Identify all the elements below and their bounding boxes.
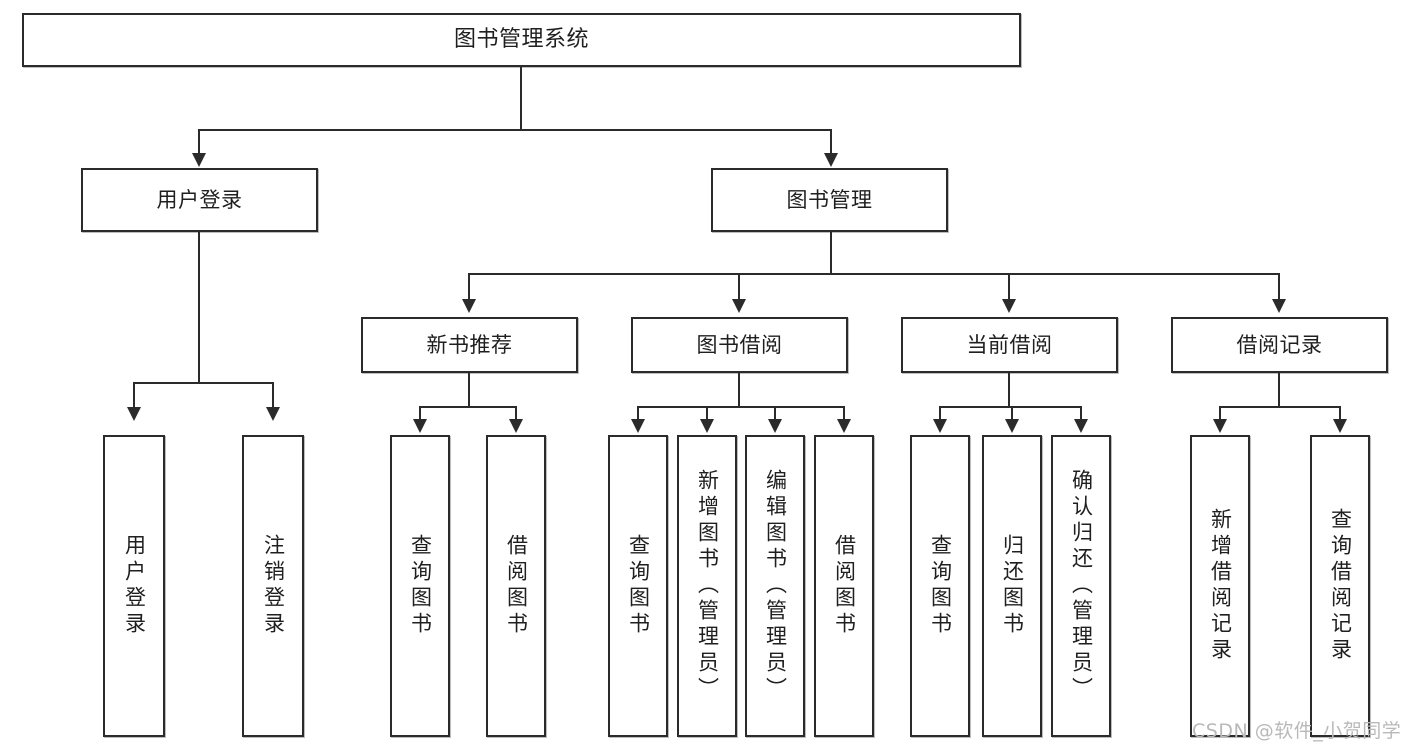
- arrowhead-leaf-query-record: [1333, 419, 1347, 433]
- node-book-borrow[interactable]: 图书借阅: [631, 317, 848, 373]
- node-label: 图书管理系统: [453, 27, 589, 53]
- node-new-book-recommend[interactable]: 新书推荐: [361, 317, 578, 373]
- connector-current-borrow-child-2: [1011, 406, 1013, 421]
- connector-new-book-recommend-bus: [419, 406, 517, 408]
- node-book-management[interactable]: 图书管理: [711, 168, 948, 232]
- node-label: 编辑图书（管理员）: [763, 469, 788, 703]
- connector-to-current-borrow: [1008, 273, 1010, 301]
- node-label: 图书借阅: [696, 332, 783, 357]
- connector-to-book-borrow: [738, 273, 740, 301]
- connector-root-bus: [198, 129, 832, 131]
- node-label: 确认归还（管理员）: [1069, 469, 1094, 703]
- arrowhead-to-book-borrow: [732, 299, 746, 313]
- node-label: 图书管理: [786, 187, 873, 212]
- arrowhead-leaf-borrow-book-2: [837, 419, 851, 433]
- connector-book-management-stem: [830, 232, 832, 274]
- connector-level3-bus: [468, 273, 1280, 275]
- connector-book-borrow-child-3: [774, 406, 776, 421]
- node-label: 查询图书: [928, 534, 953, 638]
- leaf-query-book-1[interactable]: 查询图书: [390, 435, 450, 737]
- node-label: 当前借阅: [966, 332, 1053, 357]
- leaf-borrow-book-1[interactable]: 借阅图书: [486, 435, 546, 737]
- arrowhead-leaf-borrow-book-1: [509, 419, 523, 433]
- arrowhead-leaf-return-book: [1005, 419, 1019, 433]
- connector-borrow-record-stem: [1278, 373, 1280, 407]
- arrowhead-leaf-user-logout: [266, 407, 280, 421]
- node-current-borrow[interactable]: 当前借阅: [901, 317, 1118, 373]
- leaf-edit-book[interactable]: 编辑图书（管理员）: [745, 435, 805, 737]
- arrowhead-to-user-login: [192, 153, 206, 167]
- connector-book-borrow-bus: [637, 406, 845, 408]
- connector-user-login-child-2: [272, 382, 274, 409]
- arrowhead-leaf-edit-book: [768, 419, 782, 433]
- connector-to-new-book-recommend: [468, 273, 470, 301]
- node-label: 注销登录: [261, 534, 286, 638]
- node-borrow-record[interactable]: 借阅记录: [1171, 317, 1388, 373]
- arrowhead-to-current-borrow: [1002, 299, 1016, 313]
- connector-current-borrow-bus: [939, 406, 1082, 408]
- node-label: 查询图书: [408, 534, 433, 638]
- leaf-return-book[interactable]: 归还图书: [982, 435, 1042, 737]
- arrowhead-leaf-query-book-3: [933, 419, 947, 433]
- arrowhead-leaf-add-book: [700, 419, 714, 433]
- connector-book-borrow-child-2: [706, 406, 708, 421]
- connector-user-login-bus: [133, 382, 273, 384]
- node-label: 新增图书（管理员）: [695, 469, 720, 703]
- connector-new-book-recommend-child-2: [515, 406, 517, 421]
- leaf-query-book-3[interactable]: 查询图书: [910, 435, 970, 737]
- node-user-login[interactable]: 用户登录: [81, 168, 318, 232]
- connector-user-login-stem: [198, 232, 200, 383]
- node-label: 归还图书: [1000, 534, 1025, 638]
- arrowhead-to-book-management: [824, 153, 838, 167]
- connector-user-login-child-1: [133, 382, 135, 409]
- connector-borrow-record-child-1: [1219, 406, 1221, 421]
- connector-new-book-recommend-stem: [468, 373, 470, 407]
- leaf-borrow-book-2[interactable]: 借阅图书: [814, 435, 874, 737]
- node-label: 用户登录: [122, 534, 147, 638]
- arrowhead-leaf-query-book-1: [413, 419, 427, 433]
- arrowhead-leaf-query-book-2: [631, 419, 645, 433]
- arrowhead-to-new-book-recommend: [462, 299, 476, 313]
- connector-borrow-record-child-2: [1339, 406, 1341, 421]
- node-label: 新增借阅记录: [1208, 508, 1233, 664]
- node-label: 查询图书: [626, 534, 651, 638]
- connector-current-borrow-child-1: [939, 406, 941, 421]
- connector-book-borrow-stem: [738, 373, 740, 407]
- node-label: 用户登录: [156, 187, 243, 212]
- leaf-query-book-2[interactable]: 查询图书: [608, 435, 668, 737]
- node-label: 借阅记录: [1236, 332, 1323, 357]
- connector-book-borrow-child-4: [843, 406, 845, 421]
- node-root-system[interactable]: 图书管理系统: [22, 13, 1021, 67]
- leaf-query-record[interactable]: 查询借阅记录: [1310, 435, 1370, 737]
- connector-to-borrow-record: [1278, 273, 1280, 301]
- connector-to-user-login: [198, 129, 200, 155]
- leaf-add-record[interactable]: 新增借阅记录: [1190, 435, 1250, 737]
- leaf-add-book[interactable]: 新增图书（管理员）: [677, 435, 737, 737]
- arrowhead-leaf-user-login: [127, 407, 141, 421]
- leaf-user-logout[interactable]: 注销登录: [242, 435, 304, 737]
- connector-book-borrow-child-1: [637, 406, 639, 421]
- connector-current-borrow-stem: [1008, 373, 1010, 407]
- arrowhead-leaf-confirm-return: [1074, 419, 1088, 433]
- connector-current-borrow-child-3: [1080, 406, 1082, 421]
- node-label: 借阅图书: [832, 534, 857, 638]
- node-label: 查询借阅记录: [1328, 508, 1353, 664]
- node-label: 新书推荐: [426, 332, 513, 357]
- leaf-user-login[interactable]: 用户登录: [103, 435, 165, 737]
- leaf-confirm-return[interactable]: 确认归还（管理员）: [1051, 435, 1111, 737]
- connector-to-book-management: [830, 129, 832, 155]
- arrowhead-to-borrow-record: [1272, 299, 1286, 313]
- connector-new-book-recommend-child-1: [419, 406, 421, 421]
- arrowhead-leaf-add-record: [1213, 419, 1227, 433]
- connector-root-stem: [520, 67, 522, 130]
- connector-borrow-record-bus: [1219, 406, 1341, 408]
- node-label: 借阅图书: [504, 534, 529, 638]
